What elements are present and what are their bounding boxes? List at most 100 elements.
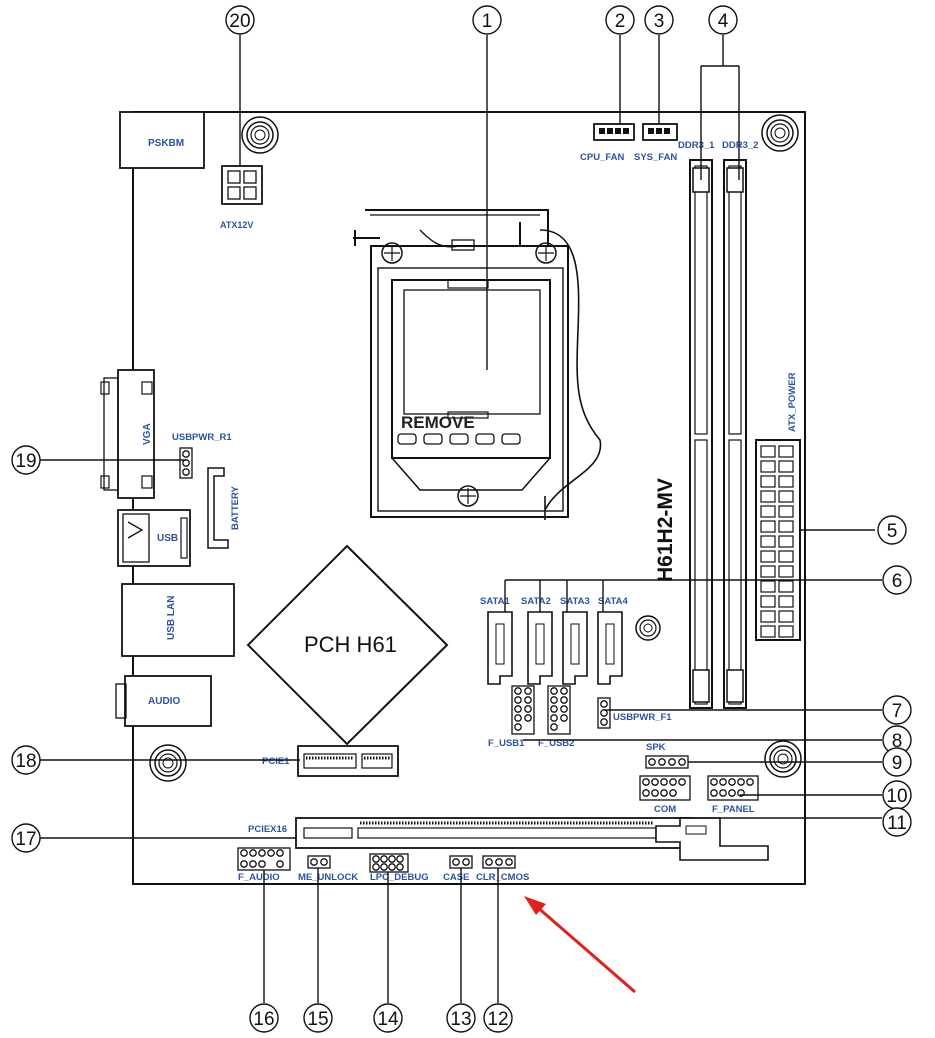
sata-port-1: SATA1 xyxy=(480,596,513,685)
callout-12: 12 xyxy=(483,1003,513,1033)
sata-port-2: SATA2 xyxy=(521,596,553,685)
svg-text:PSKBM: PSKBM xyxy=(148,138,184,149)
svg-text:2: 2 xyxy=(615,11,626,32)
svg-text:DDR3_2: DDR3_2 xyxy=(722,140,758,151)
svg-text:USB: USB xyxy=(157,533,178,544)
callout-18: 18 xyxy=(11,745,41,775)
svg-text:7: 7 xyxy=(892,701,903,722)
lpc-debug-header: LPC_DEBUG xyxy=(369,853,429,883)
red-arrow-pointer xyxy=(524,896,636,994)
callout-17: 17 xyxy=(11,823,41,853)
callout-7: 7 xyxy=(882,695,912,725)
callout-9: 9 xyxy=(882,747,912,777)
svg-text:4: 4 xyxy=(718,11,729,32)
callout-6: 6 xyxy=(882,565,912,595)
svg-text:14: 14 xyxy=(377,1009,399,1030)
callout-5: 5 xyxy=(877,515,907,545)
svg-text:ME_UNLOCK: ME_UNLOCK xyxy=(298,872,358,883)
callout-20: 20 xyxy=(225,5,255,35)
com-header: COM xyxy=(639,775,691,815)
svg-text:10: 10 xyxy=(886,786,907,807)
ddr3-slot-1: DDR3_1 xyxy=(678,140,715,709)
mounting-hole xyxy=(764,740,802,778)
callout-1: 1 xyxy=(472,5,502,35)
svg-text:20: 20 xyxy=(229,11,250,32)
case-jumper: CASE xyxy=(443,855,473,883)
svg-text:AUDIO: AUDIO xyxy=(148,696,180,707)
svg-text:LPC_DEBUG: LPC_DEBUG xyxy=(370,872,429,883)
svg-text:19: 19 xyxy=(15,451,36,472)
f-usb1-header: F_USB1 xyxy=(488,685,535,749)
callout-13: 13 xyxy=(446,1003,476,1033)
svg-text:F_USB2: F_USB2 xyxy=(538,738,574,749)
callout-16: 16 xyxy=(249,1003,279,1033)
mounting-hole xyxy=(761,114,799,152)
svg-text:SYS_FAN: SYS_FAN xyxy=(634,152,677,163)
svg-text:15: 15 xyxy=(307,1009,328,1030)
callout-19: 19 xyxy=(11,445,41,475)
svg-text:PCH H61: PCH H61 xyxy=(304,632,397,657)
atx-power-connector: ATX_POWER xyxy=(755,372,801,641)
callout-15: 15 xyxy=(303,1003,333,1033)
svg-text:11: 11 xyxy=(887,813,907,834)
svg-text:SATA2: SATA2 xyxy=(521,596,551,607)
svg-text:8: 8 xyxy=(892,731,903,752)
pch-chipset: PCH H61 xyxy=(246,544,449,746)
svg-text:F_AUDIO: F_AUDIO xyxy=(238,872,280,883)
f-usb2-header: F_USB2 xyxy=(538,685,574,749)
socket-remove-label: REMOVE xyxy=(401,413,475,432)
atx12v-connector: ATX12V xyxy=(220,165,263,230)
svg-text:SATA1: SATA1 xyxy=(480,596,510,607)
svg-text:13: 13 xyxy=(450,1009,471,1030)
usb-port: USB xyxy=(117,509,191,567)
ddr3-slot-2: DDR3_2 xyxy=(722,140,758,709)
usbpwr-f1-jumper: USBPWR_F1 xyxy=(597,697,672,729)
sys-fan-header: SYS_FAN xyxy=(634,123,678,163)
svg-text:18: 18 xyxy=(15,751,36,772)
svg-text:CPU_FAN: CPU_FAN xyxy=(580,152,624,163)
callout-11: 11 xyxy=(882,807,912,837)
svg-text:17: 17 xyxy=(15,829,36,850)
spk-header: SPK xyxy=(645,742,689,769)
pciex16-slot: PCIEX16 xyxy=(248,817,769,861)
usb-lan-port: USB LAN xyxy=(121,583,235,657)
svg-text:F_PANEL: F_PANEL xyxy=(712,804,755,815)
svg-text:F_USB1: F_USB1 xyxy=(488,738,525,749)
pcie1-slot: PCIE1 xyxy=(262,745,399,777)
f-panel-header: F_PANEL xyxy=(707,775,759,815)
svg-text:SATA3: SATA3 xyxy=(560,596,590,607)
board-model-label: H61H2-MV xyxy=(654,478,677,582)
svg-text:16: 16 xyxy=(253,1009,274,1030)
leader-lines xyxy=(40,35,882,1003)
callout-2: 2 xyxy=(605,5,635,35)
svg-text:USBPWR_R1: USBPWR_R1 xyxy=(172,432,232,443)
svg-text:CLR_CMOS: CLR_CMOS xyxy=(476,872,529,883)
cpu-fan-header: CPU_FAN xyxy=(580,123,635,163)
cpu-socket xyxy=(353,209,602,520)
svg-text:1: 1 xyxy=(482,11,493,32)
svg-text:ATX_POWER: ATX_POWER xyxy=(787,372,798,432)
mounting-hole-small xyxy=(635,615,661,641)
me-unlock-jumper: ME_UNLOCK xyxy=(298,855,358,883)
svg-text:12: 12 xyxy=(487,1009,508,1030)
svg-text:5: 5 xyxy=(887,521,898,542)
sata-port-3: SATA3 xyxy=(560,596,590,685)
svg-text:PCIE1: PCIE1 xyxy=(262,756,290,767)
svg-text:PCIEX16: PCIEX16 xyxy=(248,824,287,835)
callout-3: 3 xyxy=(644,5,674,35)
callout-10: 10 xyxy=(882,780,912,810)
clr-cmos-jumper: CLR_CMOS xyxy=(476,855,529,883)
svg-text:3: 3 xyxy=(654,11,665,32)
svg-text:6: 6 xyxy=(892,571,903,592)
svg-text:ATX12V: ATX12V xyxy=(220,220,253,230)
vga-port: VGA xyxy=(100,369,155,499)
svg-text:9: 9 xyxy=(892,753,903,774)
svg-text:BATTERY: BATTERY xyxy=(230,486,241,530)
svg-text:USB LAN: USB LAN xyxy=(166,596,177,640)
callout-14: 14 xyxy=(373,1003,403,1033)
svg-text:SATA4: SATA4 xyxy=(598,596,628,607)
mounting-hole xyxy=(241,116,279,154)
svg-text:VGA: VGA xyxy=(142,423,153,445)
battery-holder: BATTERY xyxy=(207,467,241,549)
